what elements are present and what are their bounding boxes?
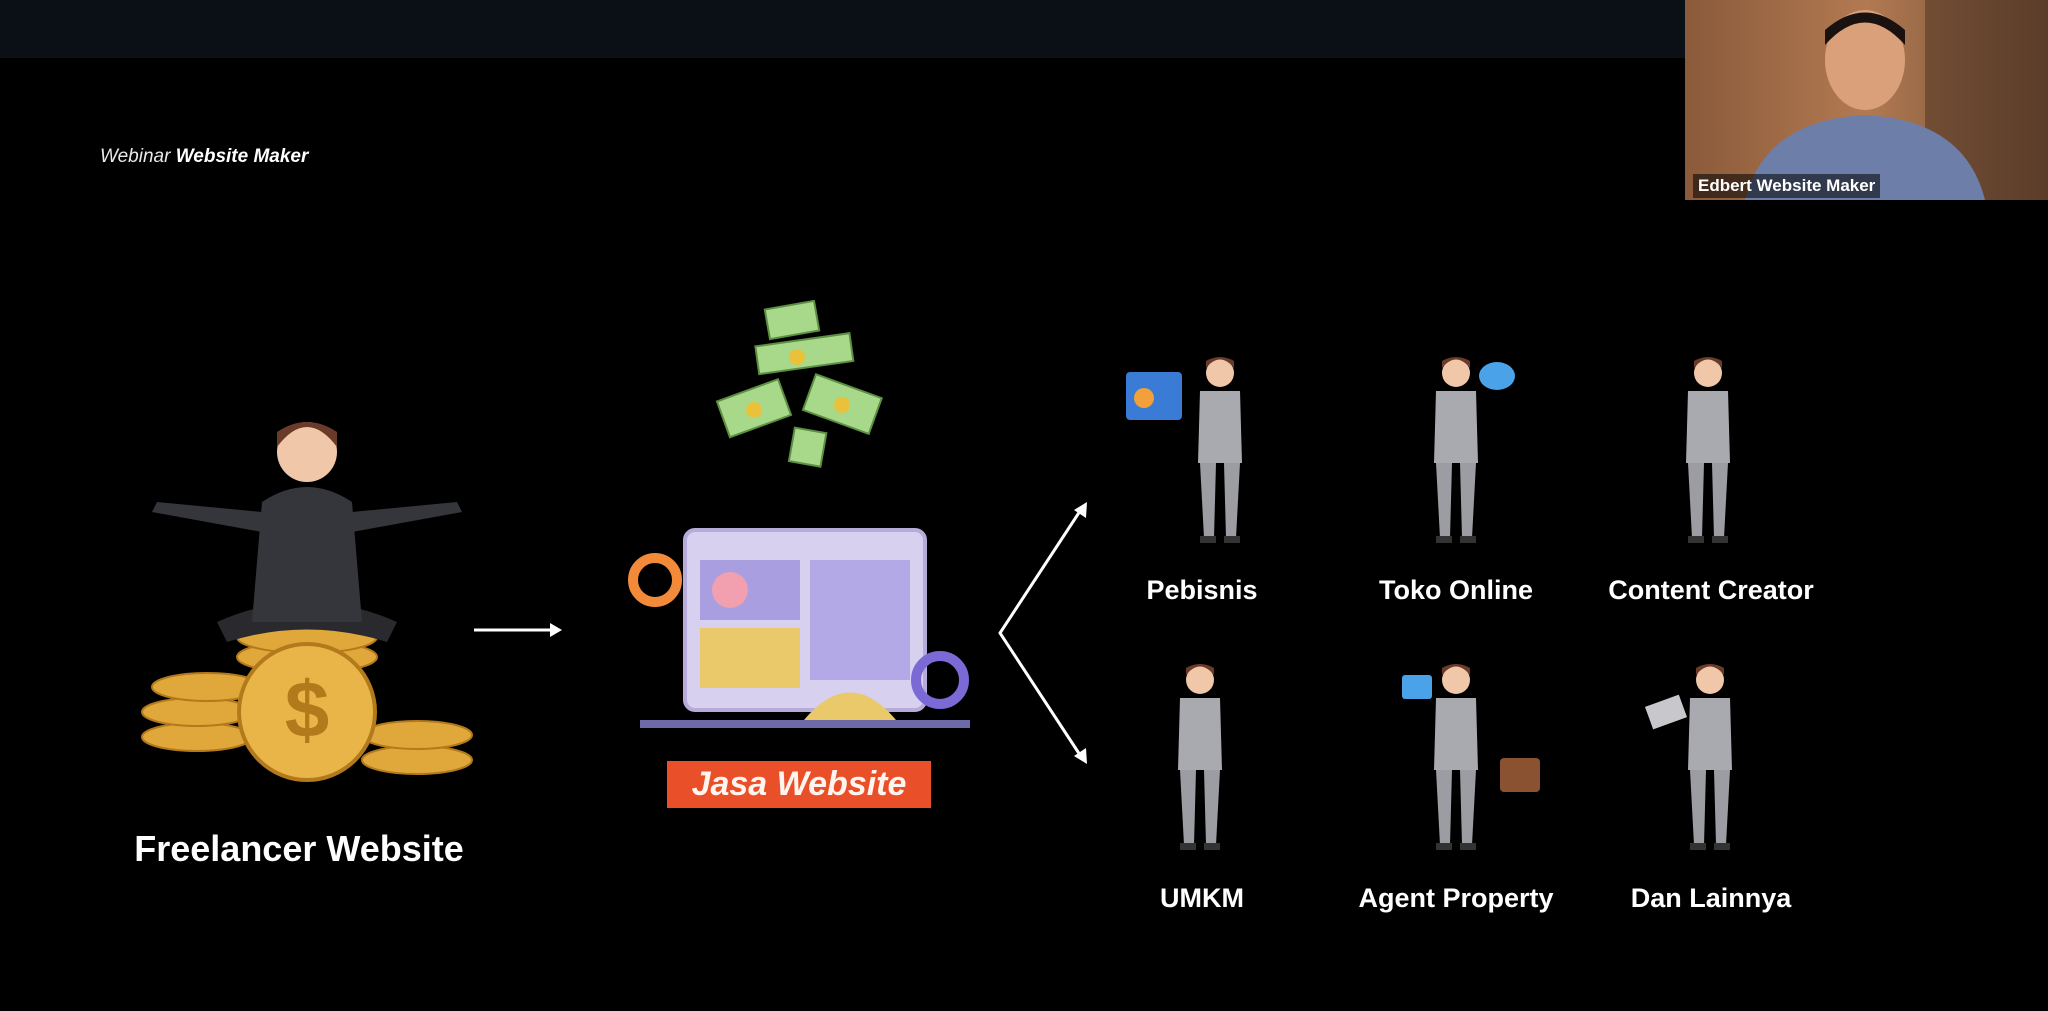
branch-arrows-icon bbox=[998, 502, 1087, 764]
figure-agent-property bbox=[1402, 664, 1540, 850]
brand-prefix: Webinar bbox=[100, 146, 171, 167]
website-dashboard-illustration bbox=[628, 528, 970, 728]
target-label: Toko Online bbox=[1379, 575, 1533, 605]
target-people-illustrations bbox=[1126, 357, 1732, 850]
freelancer-label: Freelancer Website bbox=[134, 828, 464, 869]
svg-text:$: $ bbox=[285, 665, 330, 754]
arrow-right-icon bbox=[474, 623, 562, 637]
brand-name: Website Maker bbox=[175, 146, 309, 167]
money-bills-illustration bbox=[715, 300, 884, 468]
target-label: Content Creator bbox=[1608, 575, 1814, 605]
freelancer-on-coins-illustration: $ bbox=[141, 422, 473, 782]
figure-umkm bbox=[1178, 664, 1222, 850]
target-label: Dan Lainnya bbox=[1630, 883, 1792, 913]
target-label: UMKM bbox=[1160, 883, 1244, 913]
target-label: Pebisnis bbox=[1146, 575, 1258, 605]
figure-dan-lainnya bbox=[1644, 664, 1732, 850]
figure-pebisnis bbox=[1126, 357, 1242, 543]
slide-brand: Webinar Website Maker bbox=[100, 146, 308, 168]
figure-content-creator bbox=[1686, 357, 1730, 543]
participant-video-image bbox=[1745, 0, 2048, 200]
target-label: Agent Property bbox=[1358, 883, 1554, 913]
participant-name: Edbert Website Maker bbox=[1693, 174, 1881, 198]
service-label: Jasa Website bbox=[667, 761, 931, 808]
participant-video-tile[interactable]: Edbert Website Maker bbox=[1685, 0, 2048, 200]
figure-toko-online bbox=[1434, 357, 1515, 543]
